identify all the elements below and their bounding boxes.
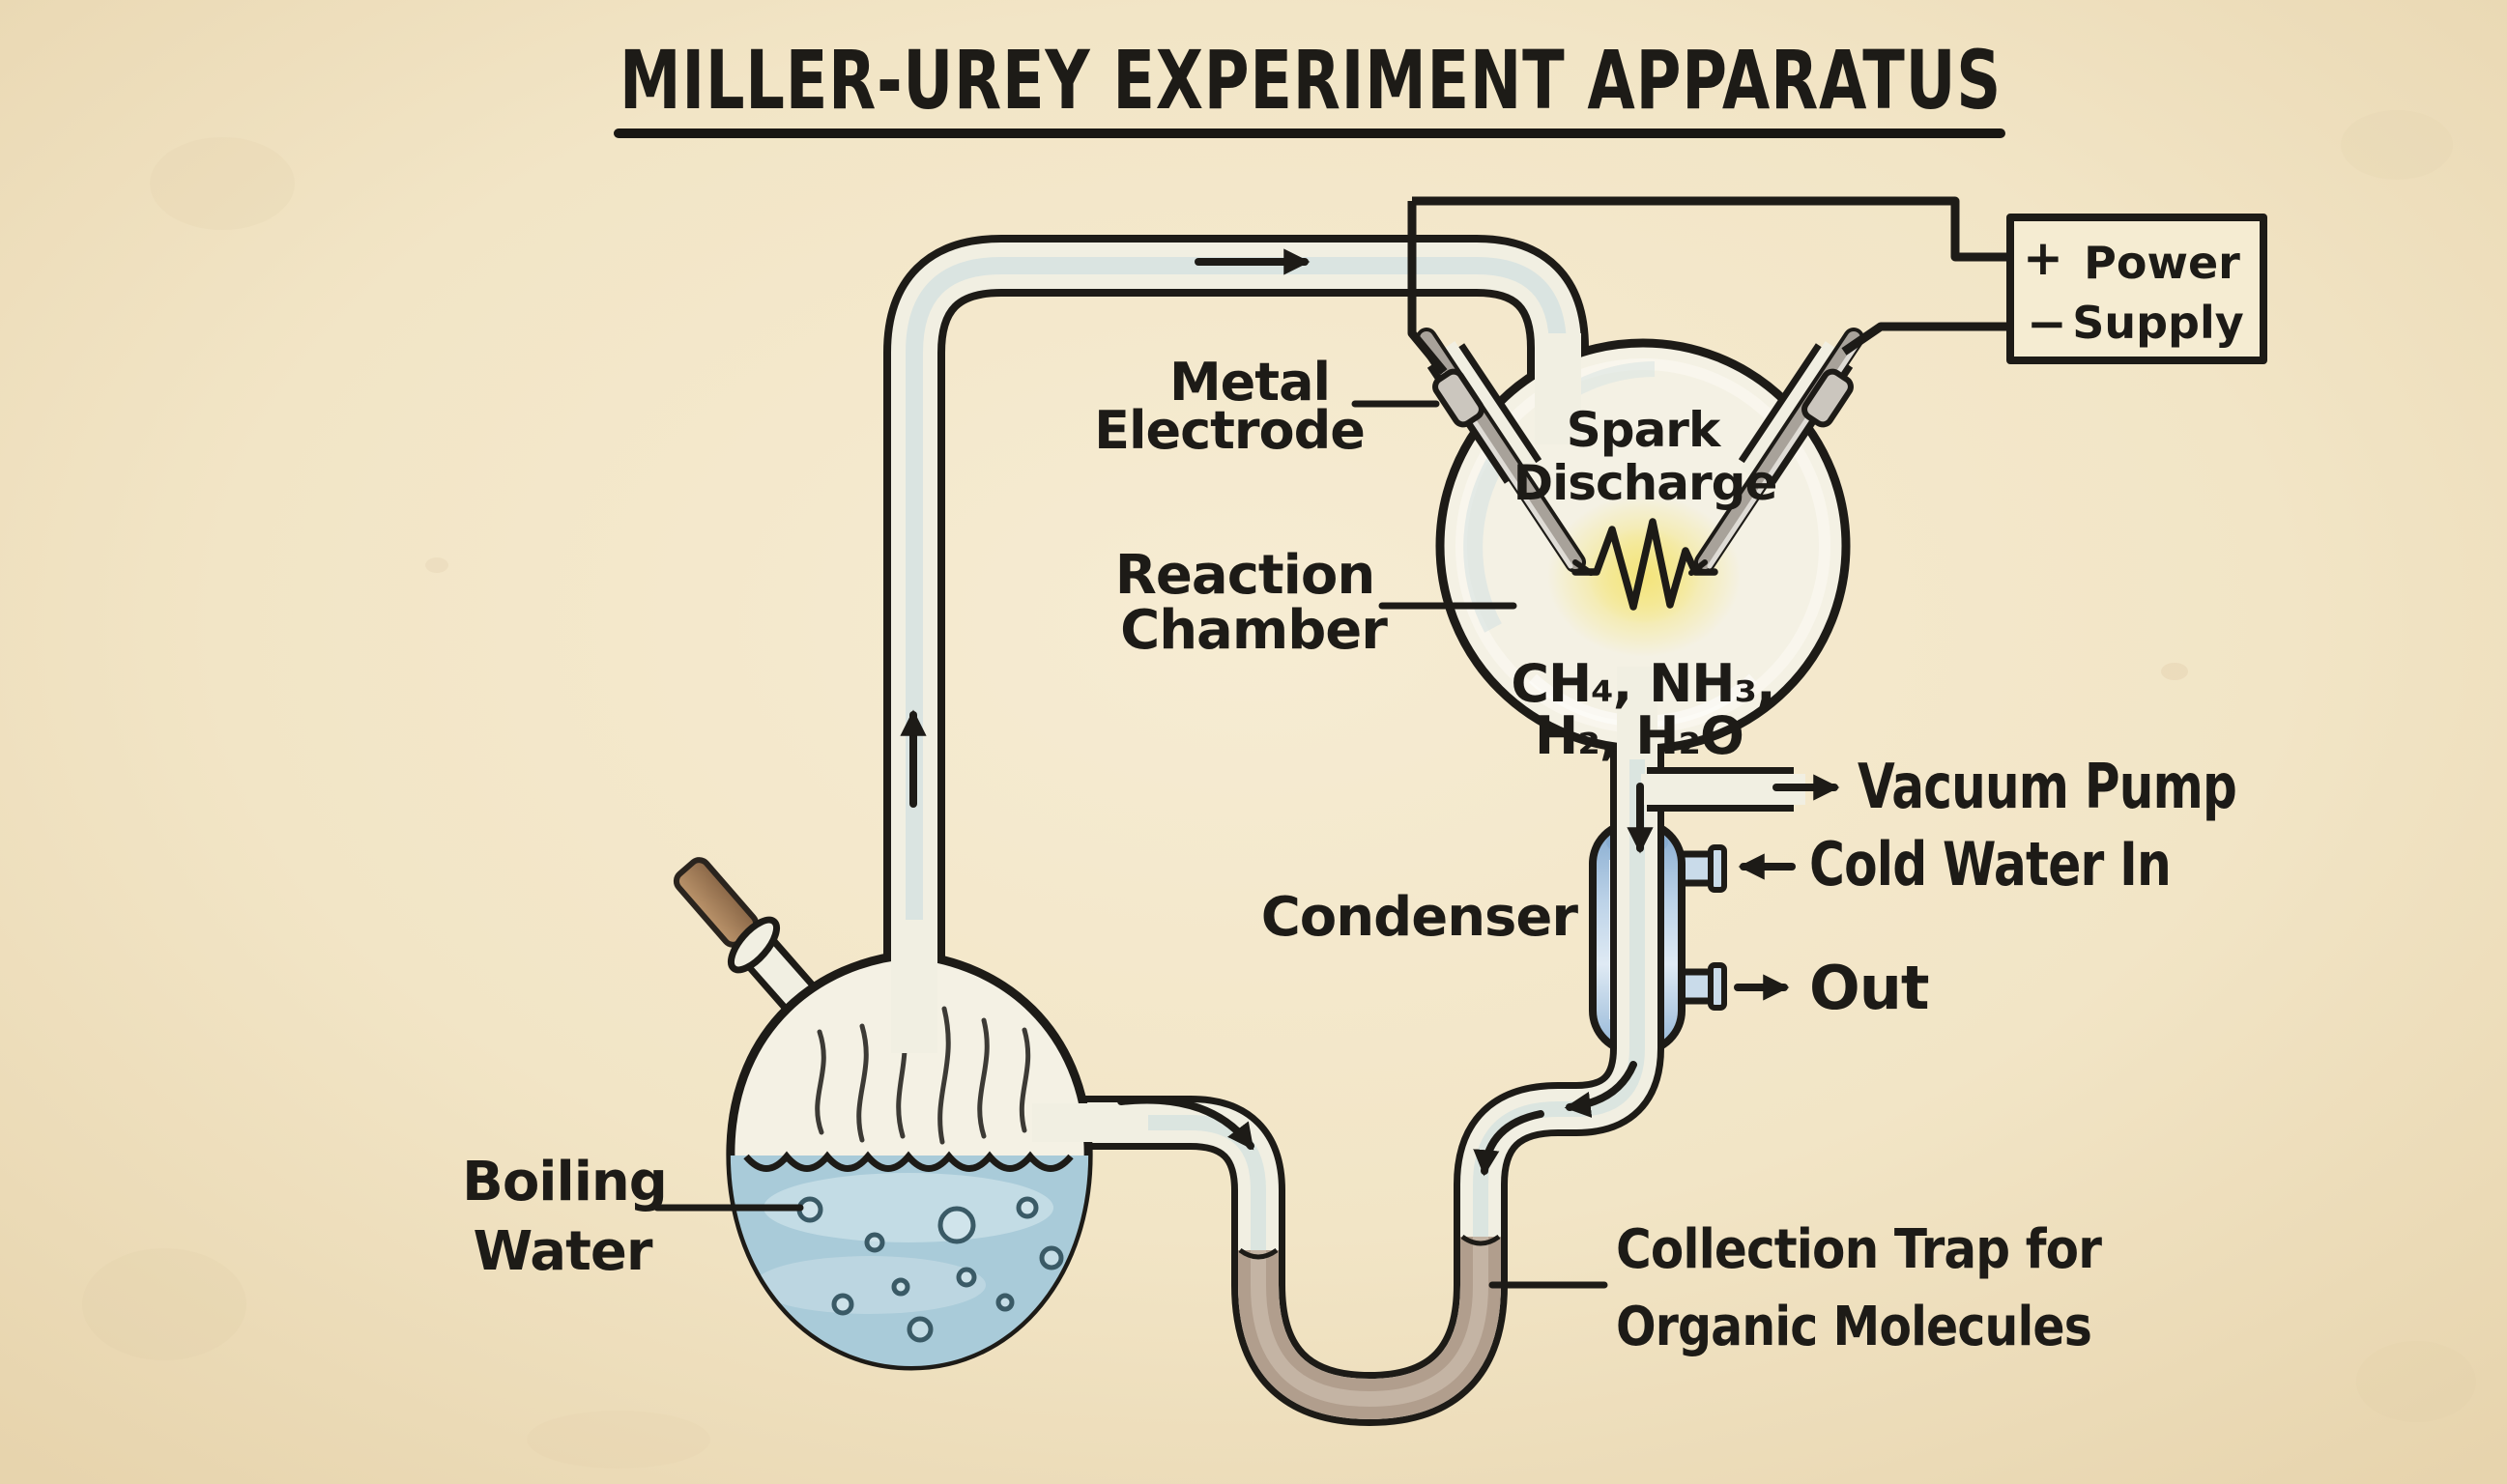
condenser-label: Condenser bbox=[1261, 886, 1579, 949]
flow-arrows bbox=[900, 248, 1840, 1177]
collection-trap-line2: Organic Molecules bbox=[1616, 1296, 2091, 1358]
flask-side-neck-rim bbox=[727, 916, 781, 974]
right-electrode-collar bbox=[1801, 368, 1854, 428]
metal-electrode-label: Metal Electrode bbox=[1094, 352, 1366, 461]
power-supply-text: + − Power Supply bbox=[2023, 230, 2244, 352]
electrodes bbox=[1416, 328, 1864, 576]
leader-lines bbox=[653, 400, 1608, 1289]
gas-mixture-line1: CH₄, NH₃, bbox=[1511, 653, 1774, 714]
water-bubbles bbox=[796, 1196, 1064, 1343]
boiling-water-label: Boiling Water bbox=[462, 1151, 668, 1283]
flask-outlet-arrow-icon bbox=[1117, 1096, 1254, 1151]
title-block: MILLER-UREY EXPERIMENT APPARATUS bbox=[614, 33, 2005, 138]
boiling-water-line1: Boiling bbox=[462, 1151, 667, 1213]
reaction-chamber-line2: Chamber bbox=[1120, 599, 1388, 662]
meniscus-right bbox=[1460, 1234, 1501, 1246]
left-electrode-collar bbox=[1432, 368, 1484, 428]
power-supply-label-1: Power bbox=[2084, 237, 2240, 289]
power-supply-label-2: Supply bbox=[2072, 297, 2244, 349]
minus-terminal: − bbox=[2027, 296, 2067, 352]
water-surface-waves bbox=[743, 1151, 1074, 1172]
left-electrode-wire bbox=[1407, 201, 1448, 375]
water-out-port-flange bbox=[1708, 962, 1727, 1011]
right-electrode bbox=[1688, 328, 1864, 576]
water-out-label: Out bbox=[1809, 953, 1929, 1023]
sbend-upper-arrow-icon bbox=[1564, 1061, 1637, 1118]
metal-electrode-line2: Electrode bbox=[1094, 400, 1365, 461]
steam-wisps bbox=[815, 1006, 1031, 1145]
meniscus-left bbox=[1238, 1247, 1279, 1260]
spark-discharge-label: Spark Discharge bbox=[1513, 402, 1778, 511]
positive-wire bbox=[1412, 196, 2008, 262]
sbend-lower-arrow-icon bbox=[1473, 1110, 1544, 1177]
vacuum-pump-label: Vacuum Pump bbox=[1858, 752, 2236, 823]
gas-mixture-line2: H₂, H₂O bbox=[1535, 705, 1743, 766]
plus-terminal: + bbox=[2023, 230, 2063, 286]
page-title: MILLER-UREY EXPERIMENT APPARATUS bbox=[620, 33, 2002, 128]
left-electrode bbox=[1416, 328, 1594, 576]
cold-water-in-label: Cold Water In bbox=[1809, 829, 2171, 899]
electrical-circuit bbox=[1407, 196, 2267, 375]
negative-wire bbox=[1841, 322, 2008, 356]
boiling-water-line2: Water bbox=[474, 1220, 653, 1283]
gas-mixture-label: CH₄, NH₃, H₂, H₂O bbox=[1511, 653, 1775, 766]
reaction-chamber-label: Reaction Chamber bbox=[1115, 544, 1389, 662]
cold-water-in-port-flange bbox=[1708, 844, 1727, 893]
spark-zigzag bbox=[1571, 518, 1718, 611]
collection-trap-liquid bbox=[1238, 1234, 1501, 1420]
spark-discharge-line2: Discharge bbox=[1513, 455, 1777, 511]
labels: Metal Electrode Spark Discharge Reaction… bbox=[462, 352, 2237, 1358]
reaction-chamber-line1: Reaction bbox=[1115, 544, 1374, 607]
spark-discharge-line1: Spark bbox=[1567, 402, 1722, 458]
metal-electrode-line1: Metal bbox=[1169, 352, 1330, 413]
collection-trap-line1: Collection Trap for bbox=[1616, 1218, 2102, 1281]
boiling-flask bbox=[673, 857, 1148, 1371]
collection-trap-label: Collection Trap for Organic Molecules bbox=[1616, 1218, 2103, 1358]
power-supply-box bbox=[2006, 214, 2267, 364]
